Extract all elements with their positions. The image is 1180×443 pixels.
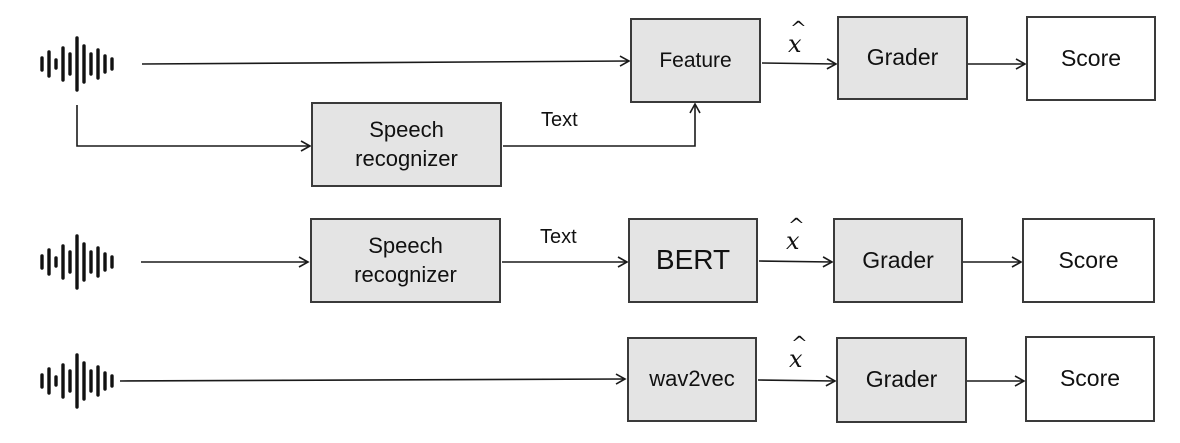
speech-recognizer-box: Speech recognizer bbox=[311, 102, 502, 187]
feature-box: Feature bbox=[630, 18, 761, 103]
bert-box: BERT bbox=[628, 218, 758, 303]
grader-label: Grader bbox=[866, 44, 939, 71]
score-box: Score bbox=[1022, 218, 1155, 303]
wav2vec-label: wav2vec bbox=[649, 366, 735, 392]
arrow-wav2vec-to-grader bbox=[757, 375, 837, 387]
speech-recognizer-label-line2: recognizer bbox=[355, 145, 458, 171]
grader-box: Grader bbox=[833, 218, 963, 303]
arrow-asr-to-feature bbox=[503, 102, 701, 147]
audio-waveform-icon bbox=[40, 353, 114, 409]
arrow-audio-to-feature bbox=[141, 55, 631, 67]
speech-recognizer-label-line2: recognizer bbox=[354, 261, 457, 287]
hat-accent: ^ bbox=[791, 331, 808, 355]
xhat-letter: x bbox=[786, 227, 800, 255]
xhat-letter: x bbox=[789, 345, 803, 373]
grader-box: Grader bbox=[837, 16, 968, 100]
speech-recognizer-label-line1: Speech bbox=[369, 116, 444, 142]
hat-accent: ^ bbox=[788, 213, 805, 237]
score-label: Score bbox=[1058, 246, 1119, 273]
feature-label: Feature bbox=[659, 48, 732, 72]
xhat-symbol: ^ x bbox=[786, 213, 805, 255]
text-label: Text bbox=[541, 109, 578, 131]
score-box: Score bbox=[1025, 336, 1155, 422]
grader-label: Grader bbox=[865, 366, 938, 393]
grader-label: Grader bbox=[862, 246, 934, 273]
grader-box: Grader bbox=[836, 337, 967, 423]
arrow-audio-to-asr bbox=[76, 105, 312, 152]
speech-recognizer-box: Speech recognizer bbox=[310, 218, 501, 303]
text-label: Text bbox=[540, 226, 577, 248]
xhat-letter: x bbox=[788, 30, 802, 58]
score-label: Score bbox=[1059, 365, 1121, 392]
audio-waveform-icon bbox=[40, 234, 114, 290]
arrow-bert-to-grader bbox=[758, 256, 834, 268]
arrow-audio-to-wav2vec bbox=[119, 373, 627, 385]
wav2vec-box: wav2vec bbox=[627, 337, 757, 422]
xhat-symbol: ^ x bbox=[788, 16, 807, 58]
bert-label: BERT bbox=[655, 244, 731, 276]
xhat-symbol: ^ x bbox=[789, 331, 808, 373]
hat-accent: ^ bbox=[790, 16, 807, 40]
speech-recognizer-label-line1: Speech bbox=[368, 232, 443, 258]
score-box: Score bbox=[1026, 16, 1156, 101]
score-label: Score bbox=[1060, 44, 1122, 71]
audio-waveform-icon bbox=[40, 36, 114, 92]
arrow-feature-to-grader bbox=[761, 58, 838, 70]
